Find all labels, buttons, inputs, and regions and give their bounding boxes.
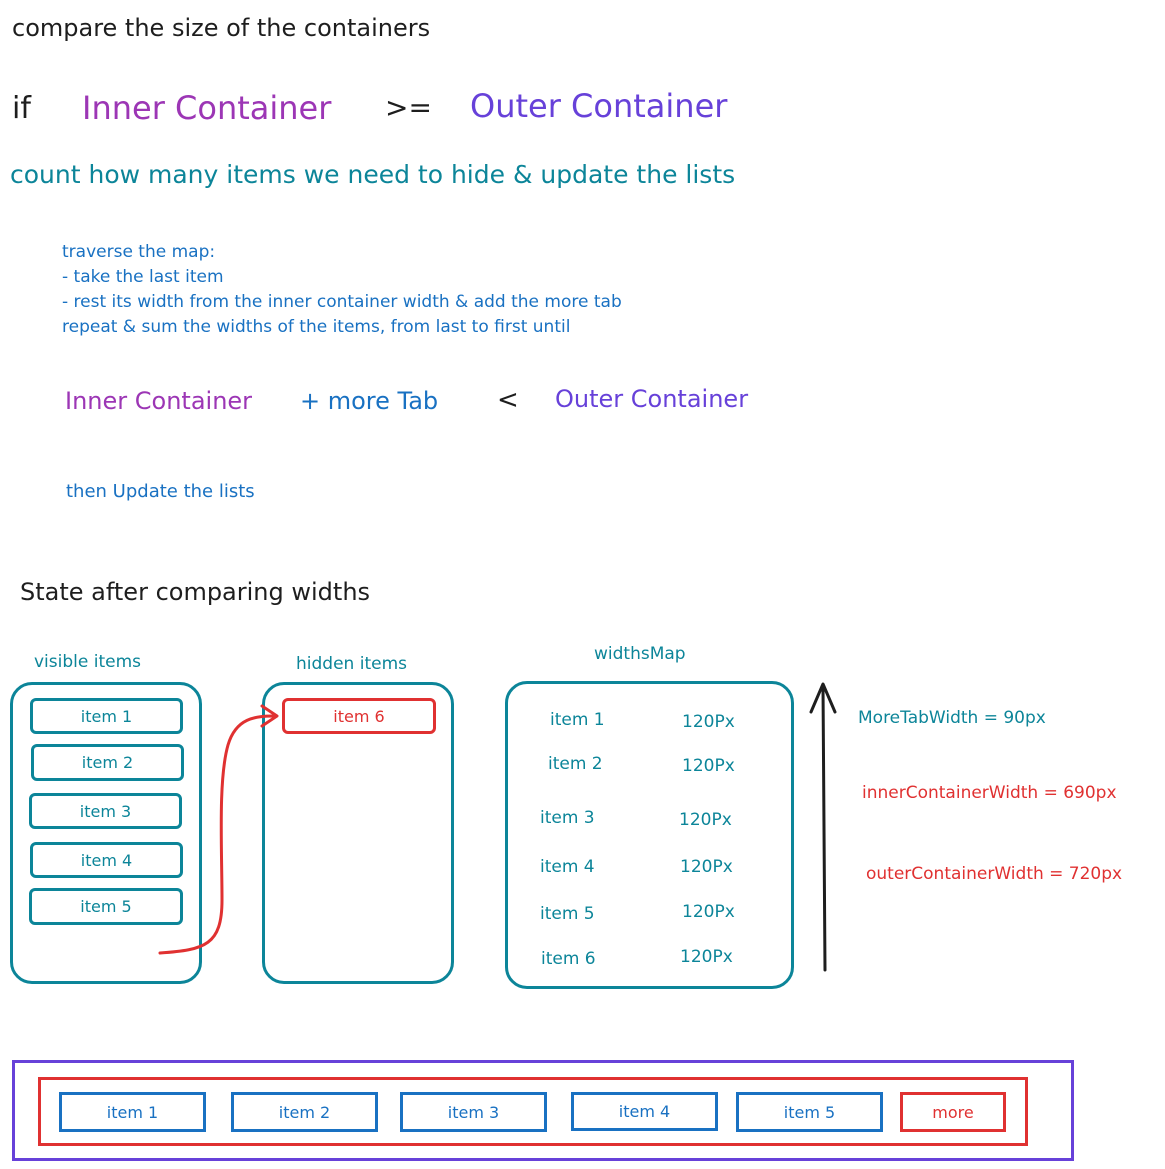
tab-item[interactable]: item 5 [736,1092,883,1132]
widths-map-item-name: item 6 [541,949,596,969]
step-line-2: - take the last item [62,267,224,287]
step-line-3: - rest its width from the inner containe… [62,292,622,312]
inner-container-label-2: Inner Container [65,387,253,415]
lt-operator: < [497,385,519,415]
widths-map-item-width: 120Px [682,902,735,922]
traverse-arrow [821,684,827,972]
outer-container-box [12,1060,1074,1161]
widths-map-label: widthsMap [594,644,686,664]
widths-map-item-width: 120Px [682,712,735,732]
hidden-item: item 6 [282,698,436,734]
widths-map-item-width: 120Px [682,756,735,776]
visible-item: item 1 [30,698,183,734]
widths-map-panel [505,681,794,989]
visible-items-label: visible items [34,652,142,672]
hidden-items-label: hidden items [296,654,407,674]
outer-container-width-metric: outerContainerWidth = 720px [866,864,1123,884]
widths-map-item-name: item 2 [548,754,603,774]
count-line: count how many items we need to hide & u… [10,160,736,189]
more-tab-width-metric: MoreTabWidth = 90px [858,708,1046,728]
state-title: State after comparing widths [20,578,371,606]
inner-container-box [38,1077,1028,1146]
outer-container-label-2: Outer Container [555,385,749,413]
more-tab[interactable]: more [900,1092,1006,1132]
tab-item[interactable]: item 2 [231,1092,378,1132]
visible-item: item 4 [30,842,183,878]
widths-map-item-width: 120Px [679,810,732,830]
more-tab-label: + more Tab [300,387,439,415]
widths-map-item-name: item 4 [540,857,595,877]
widths-map-item-width: 120Px [680,947,733,967]
widths-map-item-width: 120Px [680,857,733,877]
visible-item: item 2 [31,744,184,781]
widths-map-item-name: item 5 [540,904,595,924]
step-line-4: repeat & sum the widths of the items, fr… [62,317,571,337]
traverse-arrowhead [809,682,837,714]
visible-item: item 5 [29,888,183,925]
outer-container-label: Outer Container [470,87,728,125]
tab-item[interactable]: item 4 [571,1092,718,1131]
then-line: then Update the lists [66,481,255,502]
inner-container-label: Inner Container [82,89,332,127]
widths-map-item-name: item 1 [550,710,605,730]
gte-operator: >= [385,91,432,124]
if-keyword: if [12,91,31,126]
step-line-1: traverse the map: [62,242,216,262]
heading: compare the size of the containers [12,14,431,42]
inner-container-width-metric: innerContainerWidth = 690px [862,783,1117,803]
tab-item[interactable]: item 3 [400,1092,547,1132]
tab-item[interactable]: item 1 [59,1092,206,1132]
widths-map-item-name: item 3 [540,808,595,828]
visible-item: item 3 [29,793,182,829]
